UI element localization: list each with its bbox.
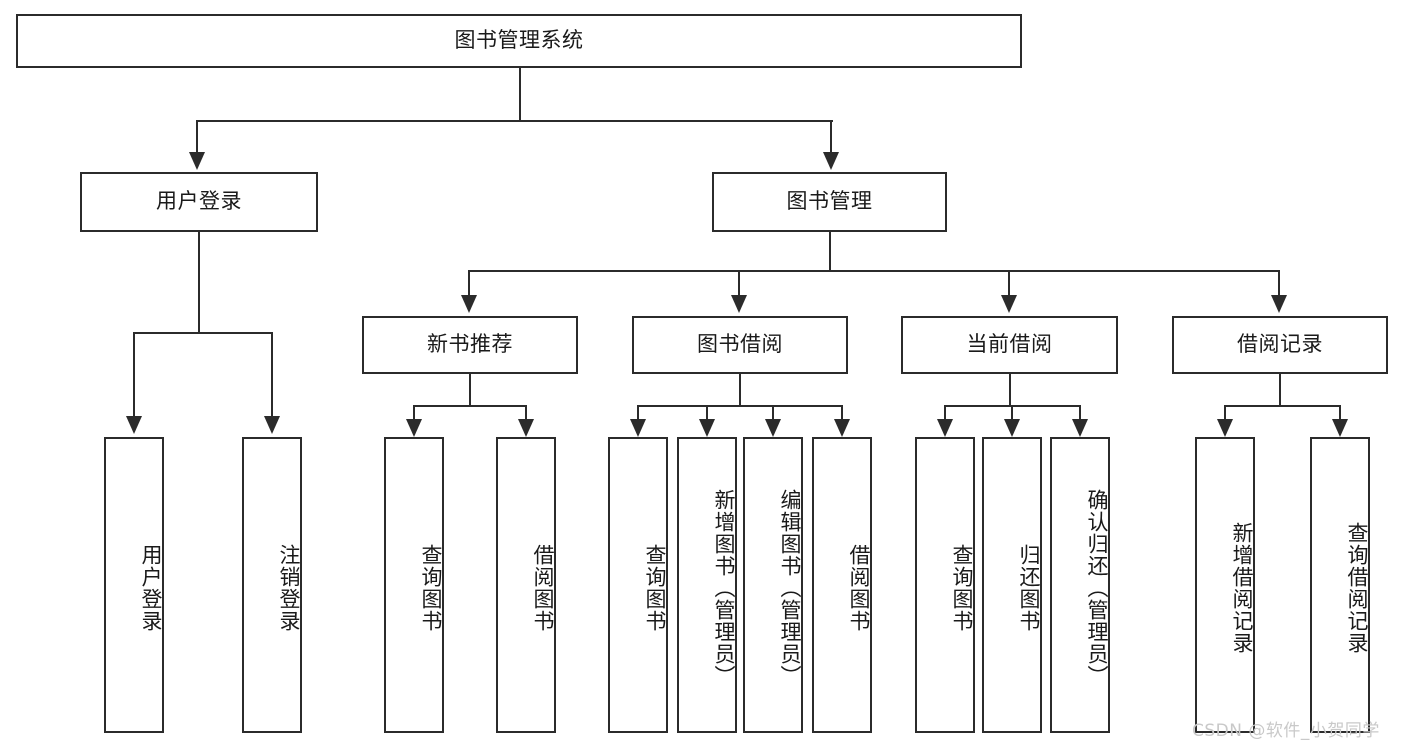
node-current-borrow[interactable]: 当前借阅 (901, 316, 1118, 374)
node-label: 新增图书（管理员） (712, 489, 736, 687)
node-label: 查询借阅记录 (1345, 522, 1369, 654)
arrow-down-icon (126, 416, 142, 434)
node-label: 查询图书 (643, 544, 667, 632)
node-label: 借阅记录 (1237, 332, 1323, 357)
leaf-add-book[interactable]: 新增图书（管理员） (677, 437, 737, 733)
connector-borrow-bar (637, 405, 842, 407)
leaf-query-book-3[interactable]: 查询图书 (915, 437, 975, 733)
node-book-management[interactable]: 图书管理 (712, 172, 947, 232)
connector-book-mgmt-drop-4 (1278, 270, 1280, 297)
connector-book-mgmt-drop-1 (468, 270, 470, 297)
arrow-down-icon (406, 419, 422, 437)
node-label: 用户登录 (156, 189, 242, 214)
connector-current-drop-3 (1079, 405, 1081, 421)
leaf-user-login[interactable]: 用户登录 (104, 437, 164, 733)
arrow-down-icon (1217, 419, 1233, 437)
connector-borrow-drop-2 (706, 405, 708, 421)
arrow-down-icon (1271, 295, 1287, 313)
arrow-down-icon (834, 419, 850, 437)
connector-root-right-drop (830, 120, 832, 154)
leaf-add-record[interactable]: 新增借阅记录 (1195, 437, 1255, 733)
leaf-borrow-book-1[interactable]: 借阅图书 (496, 437, 556, 733)
leaf-borrow-book-2[interactable]: 借阅图书 (812, 437, 872, 733)
arrow-down-icon (823, 152, 839, 170)
node-label: 归还图书 (1017, 544, 1041, 632)
arrow-down-icon (731, 295, 747, 313)
arrow-down-icon (630, 419, 646, 437)
connector-book-mgmt-stem (829, 232, 831, 272)
connector-record-bar (1224, 405, 1341, 407)
arrow-down-icon (461, 295, 477, 313)
connector-current-drop-1 (944, 405, 946, 421)
leaf-query-record[interactable]: 查询借阅记录 (1310, 437, 1370, 733)
node-label: 图书借阅 (697, 332, 783, 357)
node-user-login[interactable]: 用户登录 (80, 172, 318, 232)
connector-record-drop-1 (1224, 405, 1226, 421)
leaf-return-book[interactable]: 归还图书 (982, 437, 1042, 733)
node-label: 查询图书 (419, 544, 443, 632)
arrow-down-icon (1001, 295, 1017, 313)
node-new-book-recommend[interactable]: 新书推荐 (362, 316, 578, 374)
node-borrow-record[interactable]: 借阅记录 (1172, 316, 1388, 374)
arrow-down-icon (189, 152, 205, 170)
connector-user-login-bar (133, 332, 271, 334)
connector-recommend-drop-1 (413, 405, 415, 421)
node-root-图书管理系统[interactable]: 图书管理系统 (16, 14, 1022, 68)
node-label: 图书管理系统 (454, 28, 584, 53)
arrow-down-icon (1004, 419, 1020, 437)
arrow-down-icon (518, 419, 534, 437)
connector-record-stem (1279, 374, 1281, 406)
node-book-borrow[interactable]: 图书借阅 (632, 316, 848, 374)
arrow-down-icon (1072, 419, 1088, 437)
connector-root-bar (196, 120, 833, 122)
leaf-logout-login[interactable]: 注销登录 (242, 437, 302, 733)
connector-borrow-drop-1 (637, 405, 639, 421)
arrow-down-icon (765, 419, 781, 437)
connector-recommend-drop-2 (525, 405, 527, 421)
connector-root-stem (519, 68, 521, 121)
arrow-down-icon (1332, 419, 1348, 437)
node-label: 用户登录 (139, 544, 163, 632)
connector-user-login-drop-1 (133, 332, 135, 418)
connector-book-mgmt-drop-3 (1008, 270, 1010, 297)
connector-recommend-bar (413, 405, 526, 407)
leaf-edit-book[interactable]: 编辑图书（管理员） (743, 437, 803, 733)
node-label: 当前借阅 (966, 332, 1053, 357)
connector-borrow-drop-3 (772, 405, 774, 421)
connector-borrow-stem (739, 374, 741, 406)
connector-borrow-drop-4 (841, 405, 843, 421)
node-label: 借阅图书 (531, 544, 555, 632)
connector-user-login-drop-2 (271, 332, 273, 418)
leaf-query-book-2[interactable]: 查询图书 (608, 437, 668, 733)
connector-user-login-stem (198, 232, 200, 333)
csdn-watermark: CSDN @软件_小贺同学 (1192, 721, 1380, 741)
leaf-confirm-return[interactable]: 确认归还（管理员） (1050, 437, 1110, 733)
connector-current-stem (1009, 374, 1011, 406)
node-label: 新书推荐 (427, 332, 513, 357)
connector-root-left-drop (196, 120, 198, 154)
connector-recommend-stem (469, 374, 471, 406)
node-label: 确认归还（管理员） (1085, 489, 1109, 687)
connector-current-drop-2 (1011, 405, 1013, 421)
arrow-down-icon (264, 416, 280, 434)
node-label: 编辑图书（管理员） (778, 489, 802, 687)
arrow-down-icon (937, 419, 953, 437)
arrow-down-icon (699, 419, 715, 437)
node-label: 查询图书 (950, 544, 974, 632)
node-label: 注销登录 (277, 544, 301, 632)
connector-book-mgmt-bar (468, 270, 1278, 272)
connector-record-drop-2 (1339, 405, 1341, 421)
connector-book-mgmt-drop-2 (738, 270, 740, 297)
leaf-query-book-1[interactable]: 查询图书 (384, 437, 444, 733)
node-label: 借阅图书 (847, 544, 871, 632)
node-label: 图书管理 (786, 189, 873, 214)
node-label: 新增借阅记录 (1230, 522, 1254, 654)
